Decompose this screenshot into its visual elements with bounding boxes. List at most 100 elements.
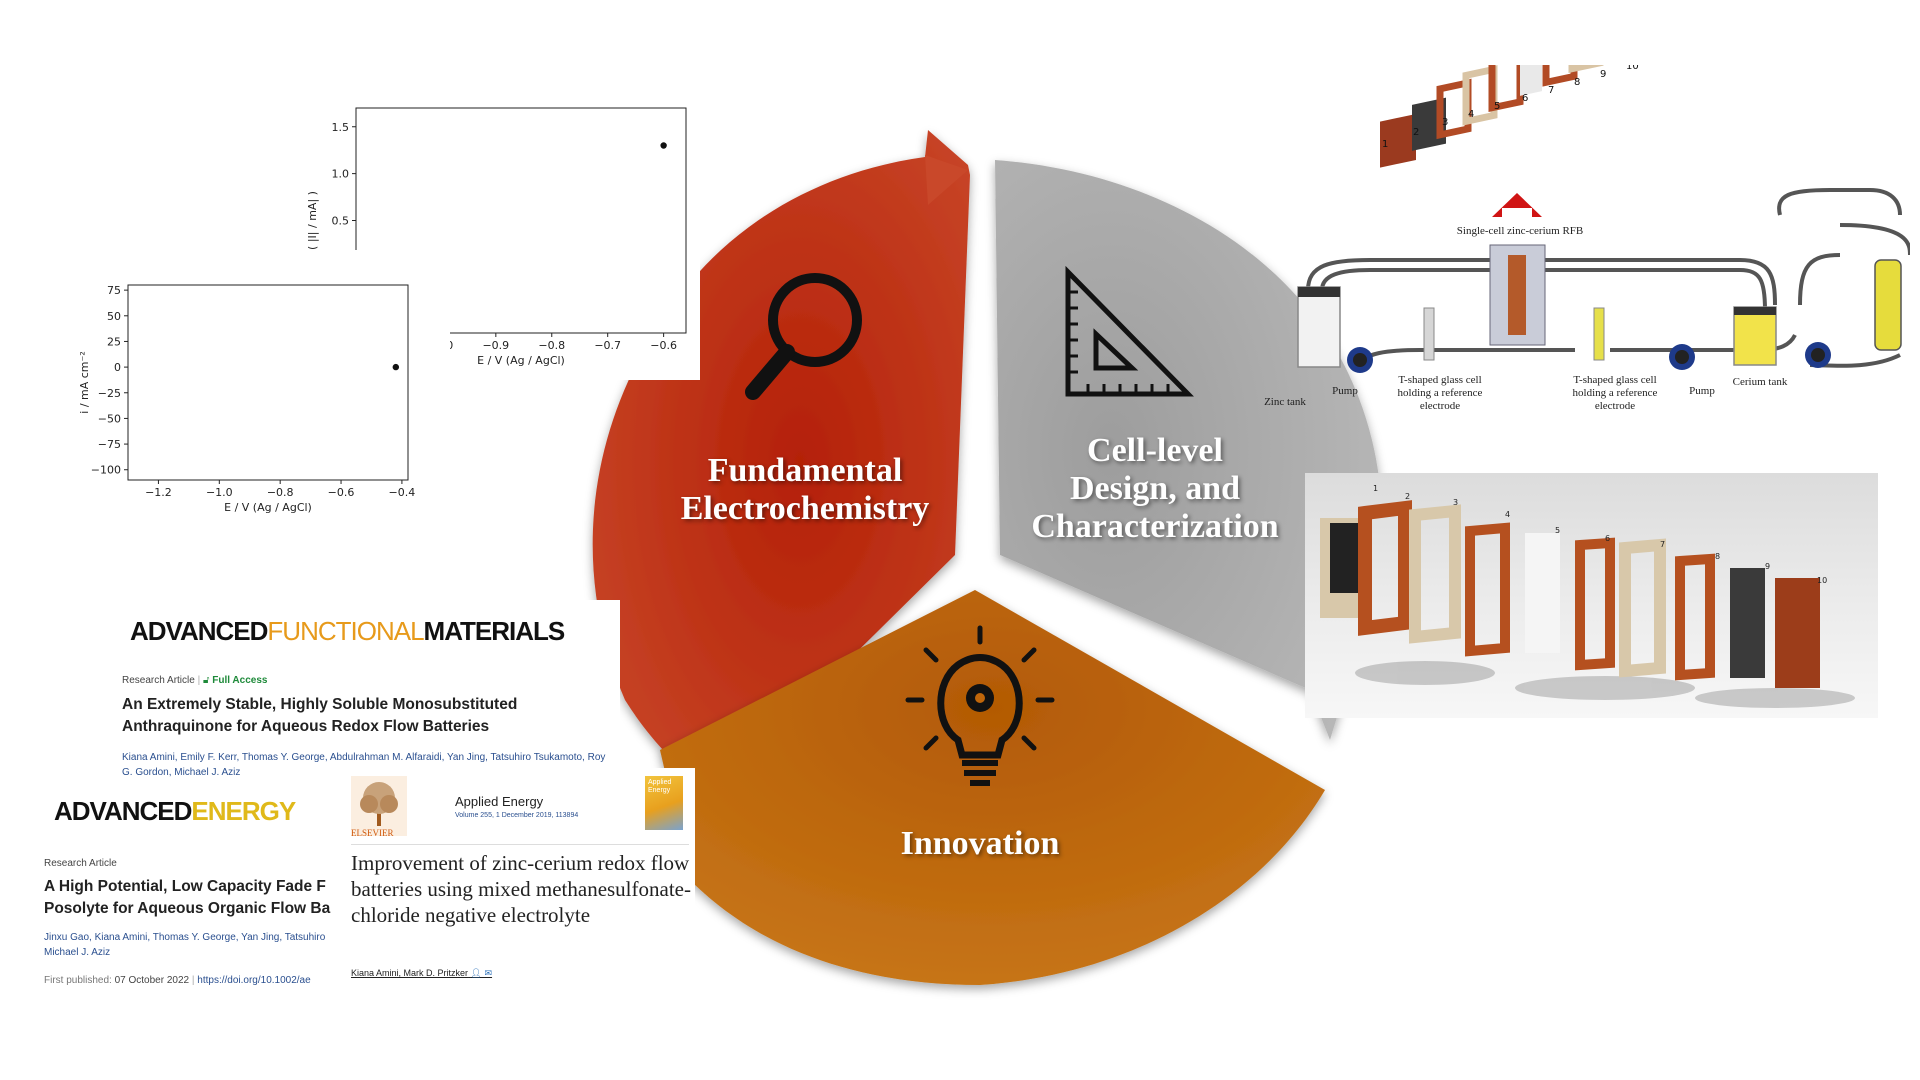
red-up-arrow [1492, 193, 1542, 217]
aem-separator: | [191, 975, 198, 986]
y-tick-label: 25 [107, 335, 121, 348]
pump-label-1: Pump [1332, 385, 1358, 397]
cv-plot-top-panel: −1.1−1.0−0.9−0.8−0.7−0.61.51.00.50.0−0.5… [300, 80, 700, 380]
render-number: 8 [1715, 552, 1720, 561]
ae-authors-text: Kiana Amini, Mark D. Pritzker [351, 968, 469, 978]
y-tick-label: 50 [107, 310, 121, 323]
cerium-tank-label: Cerium tank [1732, 376, 1788, 388]
y-tick-label: −50 [98, 412, 121, 425]
afm-journal-part2: FUNCTIONAL [267, 616, 424, 646]
aem-journal-part1: ADVANCED [54, 796, 192, 826]
ae-journal-name[interactable]: Applied Energy [455, 794, 544, 809]
aem-published-date: 07 October 2022 [114, 975, 190, 986]
render-number: 2 [1405, 492, 1410, 501]
ref-cell-2-line2: holding a reference [1572, 387, 1658, 399]
y-tick-label: 0.5 [332, 215, 350, 228]
ae-authors[interactable]: Kiana Amini, Mark D. Pritzker 👤︎ ✉︎ [351, 968, 492, 979]
x-tick-label: −0.8 [267, 486, 294, 499]
ae-article-title[interactable]: Improvement of zinc-cerium redox flow ba… [351, 851, 691, 927]
label-cell-line3: Characterization [1031, 508, 1279, 546]
data-point [660, 142, 667, 149]
x-tick-label: −1.0 [206, 486, 233, 499]
aem-title-line1: A High Potential, Low Capacity Fade F [44, 878, 326, 895]
afm-article-title[interactable]: An Extremely Stable, Highly Soluble Mono… [122, 696, 518, 735]
pump-label-2: Pump [1689, 385, 1715, 397]
render-number: 10 [1817, 576, 1827, 585]
aem-authors-line2: Michael J. Aziz [44, 947, 111, 958]
ref-cell-label-2: T-shaped glass cell holding a reference … [1555, 374, 1675, 413]
y-tick-label: 75 [107, 284, 121, 297]
ae-journal-cover: Applied Energy [645, 776, 683, 830]
ref-cell-1-line3: electrode [1419, 400, 1461, 412]
sector-innovation [660, 590, 1325, 985]
render-number: 6 [1605, 534, 1610, 543]
reference-cell-1 [1423, 307, 1435, 361]
x-tick-label: −0.6 [650, 339, 677, 352]
render-number: 3 [1453, 498, 1458, 507]
label-fundamental-line1: Fundamental [707, 452, 903, 489]
stack-number: 5 [1494, 101, 1500, 112]
x-tick-label: −0.7 [594, 339, 621, 352]
stack-number: 6 [1522, 93, 1528, 104]
ae-cover-text: Applied Energy [648, 779, 672, 794]
x-tick-label: −0.6 [328, 486, 355, 499]
person-icon: 👤︎ [470, 968, 482, 978]
rfb-caption: Single-cell zinc-cerium RFB [1456, 225, 1584, 237]
zinc-tank-label: Zinc tank [1264, 396, 1306, 408]
stack-number: 2 [1413, 127, 1419, 138]
cv-plot-bottom: −1.2−1.0−0.8−0.6−0.47550250−25−50−75−100… [78, 284, 416, 514]
stack-number: 4 [1468, 109, 1474, 120]
x-tick-label: −0.4 [389, 486, 416, 499]
stack-number: 1 [1382, 139, 1388, 150]
lightbulb-icon [905, 625, 1055, 786]
afm-access-badge: Full Access [212, 675, 268, 686]
afm-article-card[interactable]: ADVANCEDFUNCTIONALMATERIALS Research Art… [110, 600, 620, 790]
reference-cell-2 [1593, 307, 1605, 361]
ae-publisher: ELSEVIER [351, 828, 394, 838]
afm-journal-part1: ADVANCED [130, 616, 268, 646]
label-cell-design: Cell-level Design, and Characterization [1005, 432, 1305, 546]
stack-number: 10 [1626, 65, 1639, 72]
x-tick-label: −0.8 [538, 339, 565, 352]
unlock-icon: 🔓︎ [202, 675, 210, 686]
ae-divider [351, 844, 689, 845]
afm-journal-part3: MATERIALS [423, 616, 566, 646]
aem-article-title[interactable]: A High Potential, Low Capacity Fade F Po… [44, 876, 350, 920]
aem-doi-link[interactable]: https://doi.org/10.1002/ae [197, 975, 311, 986]
aem-authors[interactable]: Jinxu Gao, Kiana Amini, Thomas Y. George… [44, 930, 325, 960]
cerium-reservoir [1874, 259, 1902, 351]
afm-article-type: Research Article | 🔓︎ Full Access [122, 675, 267, 686]
afm-journal-title: ADVANCEDFUNCTIONALMATERIALS [130, 616, 566, 647]
render-number: 1 [1373, 484, 1378, 493]
render-number: 9 [1765, 562, 1770, 571]
aem-article-card[interactable]: ADVANCEDENERGY Research Article A High P… [30, 780, 350, 995]
ae-article-card[interactable]: ELSEVIER Applied Energy Volume 255, 1 De… [345, 768, 695, 998]
set-square-icon [1065, 265, 1194, 397]
y-tick-label: −25 [98, 387, 121, 400]
magnifier-icon [745, 273, 862, 400]
ref-cell-1-line2: holding a reference [1397, 387, 1483, 399]
ref-cell-2-line3: electrode [1594, 400, 1636, 412]
exploded-cell-stack [1380, 65, 1604, 168]
afm-authors[interactable]: Kiana Amini, Emily F. Kerr, Thomas Y. Ge… [122, 752, 606, 778]
x-tick-label: −1.2 [145, 486, 172, 499]
y-tick-label: −100 [91, 464, 121, 477]
render-number: 5 [1555, 526, 1560, 535]
label-cell-line1: Cell-level [1087, 432, 1223, 469]
aem-article-type: Research Article [44, 858, 117, 869]
ae-volume[interactable]: Volume 255, 1 December 2019, 113894 [455, 812, 579, 819]
data-point [392, 363, 400, 371]
y-tick-label: −75 [98, 438, 121, 451]
aem-authors-line1: Jinxu Gao, Kiana Amini, Thomas Y. George… [44, 932, 326, 943]
aem-title-line2: Posolyte for Aqueous Organic Flow Ba [44, 900, 331, 917]
elsevier-tree-logo [351, 776, 407, 836]
render-number: 7 [1660, 540, 1665, 549]
y-tick-label: 1.5 [332, 121, 350, 134]
zinc-tank [1297, 286, 1341, 368]
plot-frame [127, 284, 409, 481]
